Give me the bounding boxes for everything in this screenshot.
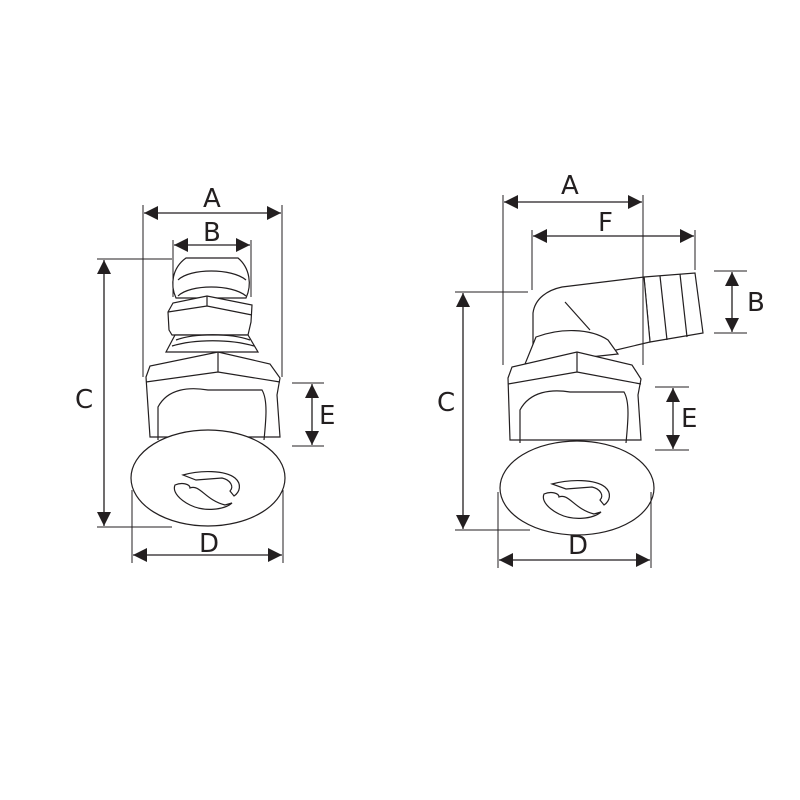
angled-fitting-body — [499, 272, 704, 536]
label-c: C — [437, 388, 455, 418]
label-e: E — [681, 404, 697, 434]
extension-lines — [97, 205, 324, 563]
label-a: A — [203, 184, 221, 214]
extension-lines — [455, 195, 747, 568]
label-d: D — [568, 531, 588, 561]
straight-fitting-body — [130, 257, 286, 527]
label-f: F — [598, 208, 613, 238]
label-b: B — [747, 288, 765, 318]
straight-fitting: A B C D E — [75, 184, 335, 563]
label-b: B — [203, 218, 221, 248]
label-d: D — [199, 529, 219, 559]
angled-fitting: A F B C D E — [437, 171, 765, 568]
label-a: A — [561, 171, 579, 201]
label-e: E — [319, 401, 335, 431]
label-c: C — [75, 385, 93, 415]
